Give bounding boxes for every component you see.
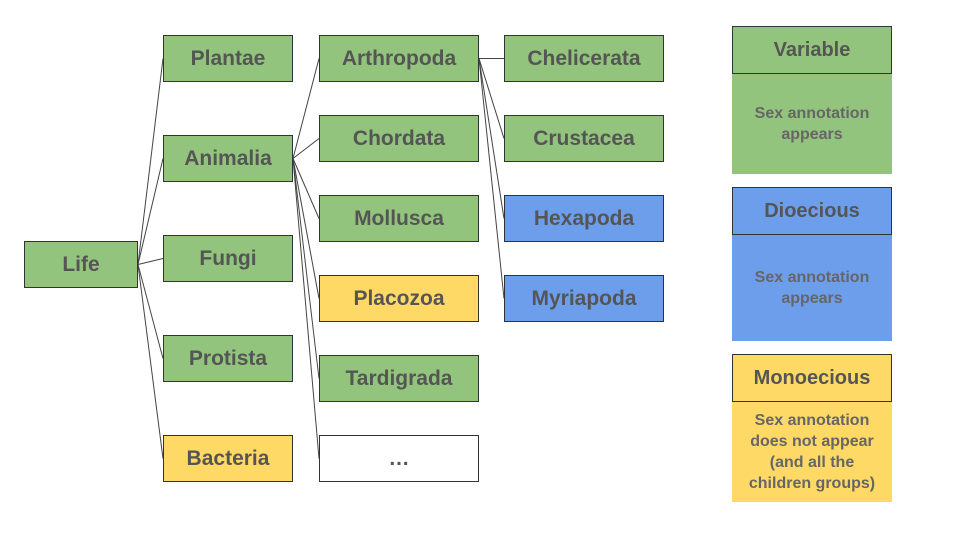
node-mollusca: Mollusca [319, 195, 479, 242]
node-hexapoda: Hexapoda [504, 195, 664, 242]
connector-animalia-phylum-2 [292, 158, 320, 219]
connector-animalia-phylum-1 [292, 138, 320, 159]
node-bacteria: Bacteria [163, 435, 293, 482]
legend-dioecious-title: Dioecious [732, 187, 892, 235]
node-life: Life [24, 241, 138, 288]
node-arthropoda: Arthropoda [319, 35, 479, 82]
connector-arthropoda-subphylum-1 [478, 58, 505, 139]
connector-life-kingdom-1 [137, 158, 164, 265]
node-animalia: Animalia [163, 135, 293, 182]
connector-animalia-phylum-4 [292, 158, 320, 379]
connector-animalia-phylum-3 [292, 158, 320, 299]
connector-life-kingdom-0 [137, 58, 164, 265]
legend-monoecious-description: Sex annotation does not appear (and all … [732, 402, 892, 502]
node-crustacea: Crustacea [504, 115, 664, 162]
legend-monoecious-title: Monoecious [732, 354, 892, 402]
connector-animalia-phylum-5 [292, 158, 320, 459]
connector-animalia-phylum-0 [292, 58, 320, 159]
node-protista: Protista [163, 335, 293, 382]
node-myriapoda: Myriapoda [504, 275, 664, 322]
node-fungi: Fungi [163, 235, 293, 282]
legend-dioecious-description: Sex annotation appears [732, 235, 892, 341]
node-more-phyla: … [319, 435, 479, 482]
node-plantae: Plantae [163, 35, 293, 82]
connector-life-kingdom-2 [137, 258, 164, 265]
node-placozoa: Placozoa [319, 275, 479, 322]
connector-life-kingdom-3 [137, 264, 164, 359]
connector-arthropoda-subphylum-3 [478, 58, 505, 299]
node-tardigrada: Tardigrada [319, 355, 479, 402]
node-chordata: Chordata [319, 115, 479, 162]
connector-lines [137, 58, 505, 459]
connector-arthropoda-subphylum-2 [478, 58, 505, 219]
legend-variable-description: Sex annotation appears [732, 74, 892, 174]
node-chelicerata: Chelicerata [504, 35, 664, 82]
connector-life-kingdom-4 [137, 264, 164, 459]
legend-variable-title: Variable [732, 26, 892, 74]
